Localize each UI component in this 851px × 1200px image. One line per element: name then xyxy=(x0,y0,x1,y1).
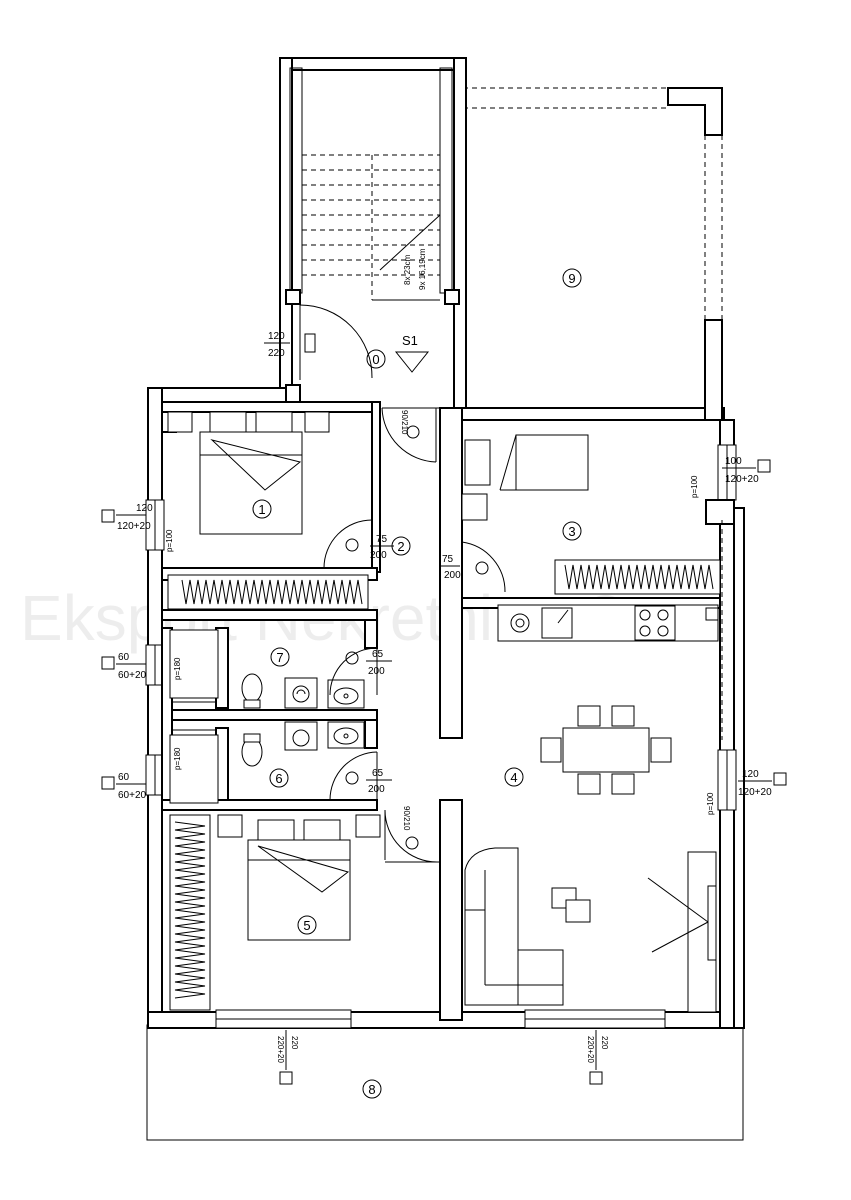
bed-room-5 xyxy=(169,814,381,1011)
door-hall-bottom-tag: 90/210 xyxy=(402,806,411,831)
sofa xyxy=(464,847,591,1006)
terrace-outline xyxy=(463,87,723,420)
window-tag-room-6: 60 60+20 xyxy=(101,772,147,801)
door-room-1-width: 75 xyxy=(376,534,388,545)
room-9-marker: 9 xyxy=(562,268,582,288)
dining-table xyxy=(540,705,672,795)
door-room-3[interactable] xyxy=(461,541,506,593)
window-tag-room-3-width: 100 xyxy=(725,456,742,467)
balcony-outline xyxy=(146,1024,744,1141)
stair-walls xyxy=(279,57,467,409)
door-room-3-width: 75 xyxy=(442,554,454,565)
door-bathroom-6-height: 200 xyxy=(368,784,385,795)
room-0-number: 0 xyxy=(372,352,379,367)
room-6-marker: 6 xyxy=(269,768,289,788)
room-1-marker: 1 xyxy=(252,499,272,519)
wardrobe-1 xyxy=(167,574,369,610)
window-tag-room-4-width: 120 xyxy=(742,769,759,780)
room-7-marker: 7 xyxy=(270,647,290,667)
window-tag-room-1-width: 120 xyxy=(136,503,153,514)
room-2-marker: 2 xyxy=(391,536,411,556)
column-east xyxy=(705,499,735,525)
room-3-number: 3 xyxy=(568,524,575,539)
window-tag-bottom-left-height: 220+20 xyxy=(276,1036,285,1063)
door-hall-bottom[interactable] xyxy=(384,809,440,863)
parapet-label-room-3: p=100 xyxy=(690,475,699,498)
terrace-column xyxy=(667,87,723,136)
room-7-number: 7 xyxy=(276,650,283,665)
room-3-furniture xyxy=(461,434,589,521)
window-tag-room-7-height: 60+20 xyxy=(118,670,147,681)
window-tag-room-4: 120 120+20 xyxy=(738,769,787,798)
window-tag-room-3-height: 120+20 xyxy=(725,474,759,485)
door-bathroom-7-width: 65 xyxy=(372,649,384,660)
door-room-3-height: 200 xyxy=(444,570,461,581)
room-8-number: 8 xyxy=(368,1082,375,1097)
window-tag-bottom-right-width: 220 xyxy=(600,1036,609,1050)
room-8-marker: 8 xyxy=(362,1079,382,1099)
door-bathroom-6-width: 65 xyxy=(372,768,384,779)
room-2-number: 2 xyxy=(397,539,404,554)
door-hall-top-tag: 90/210 xyxy=(400,410,409,435)
room-0-marker: 0 xyxy=(366,349,386,369)
room-5-number: 5 xyxy=(303,918,310,933)
wardrobe-3 xyxy=(554,559,721,595)
window-tag-room-7: 60 60+20 xyxy=(101,652,147,681)
stair-treads xyxy=(302,154,441,301)
kitchen-counter xyxy=(497,604,719,642)
window-tag-bottom-left: 220 220+20 xyxy=(276,1030,299,1085)
bed-room-1 xyxy=(167,411,330,535)
room-6-number: 6 xyxy=(275,771,282,786)
parapet-label-room-7: p=180 xyxy=(173,657,182,680)
room-4-marker: 4 xyxy=(504,767,524,787)
exterior-windows xyxy=(145,444,737,1029)
section-arrow-icon xyxy=(394,351,430,373)
window-tag-room-7-width: 60 xyxy=(118,652,130,663)
door-room-1-height: 200 xyxy=(370,550,387,561)
door-bathroom-7-height: 200 xyxy=(368,666,385,677)
window-tag-room-6-width: 60 xyxy=(118,772,130,783)
room-1-number: 1 xyxy=(258,502,265,517)
room-9-number: 9 xyxy=(568,271,575,286)
door-hall-top[interactable] xyxy=(381,407,440,463)
window-tag-bottom-right: 220 220+20 xyxy=(586,1030,609,1085)
tv-unit xyxy=(647,851,717,1013)
entrance-door-height: 220 xyxy=(268,348,285,359)
room-3-marker: 3 xyxy=(562,521,582,541)
door-room-1[interactable] xyxy=(323,519,373,569)
room-5-marker: 5 xyxy=(297,915,317,935)
room-4-number: 4 xyxy=(510,770,517,785)
window-tag-room-6-height: 60+20 xyxy=(118,790,147,801)
interior-walls xyxy=(161,401,721,1021)
window-tag-bottom-left-width: 220 xyxy=(290,1036,299,1050)
door-bathroom-6[interactable] xyxy=(329,751,378,801)
stair-note-2: 9x 16,19cm xyxy=(418,248,427,290)
window-tag-room-4-height: 120+20 xyxy=(738,787,772,798)
window-tag-bottom-right-height: 220+20 xyxy=(586,1036,595,1063)
entrance-door[interactable] xyxy=(299,304,373,380)
parapet-label-room-1: p=100 xyxy=(165,529,174,552)
window-tag-room-1: 120 120+20 xyxy=(101,503,153,532)
door-bathroom-7[interactable] xyxy=(329,647,378,696)
bathroom-6 xyxy=(169,721,365,804)
terrace-column-right xyxy=(704,319,723,421)
bathroom-7 xyxy=(169,629,365,709)
parapet-label-room-4: p=100 xyxy=(706,792,715,815)
window-tag-room-3: 100 120+20 xyxy=(722,456,771,485)
section-mark: S1 xyxy=(402,333,418,348)
window-tag-room-1-height: 120+20 xyxy=(117,521,151,532)
stair-note-1: 8x 23cm xyxy=(403,254,412,285)
entrance-door-width: 120 xyxy=(268,331,285,342)
parapet-label-room-6: p=180 xyxy=(173,747,182,770)
